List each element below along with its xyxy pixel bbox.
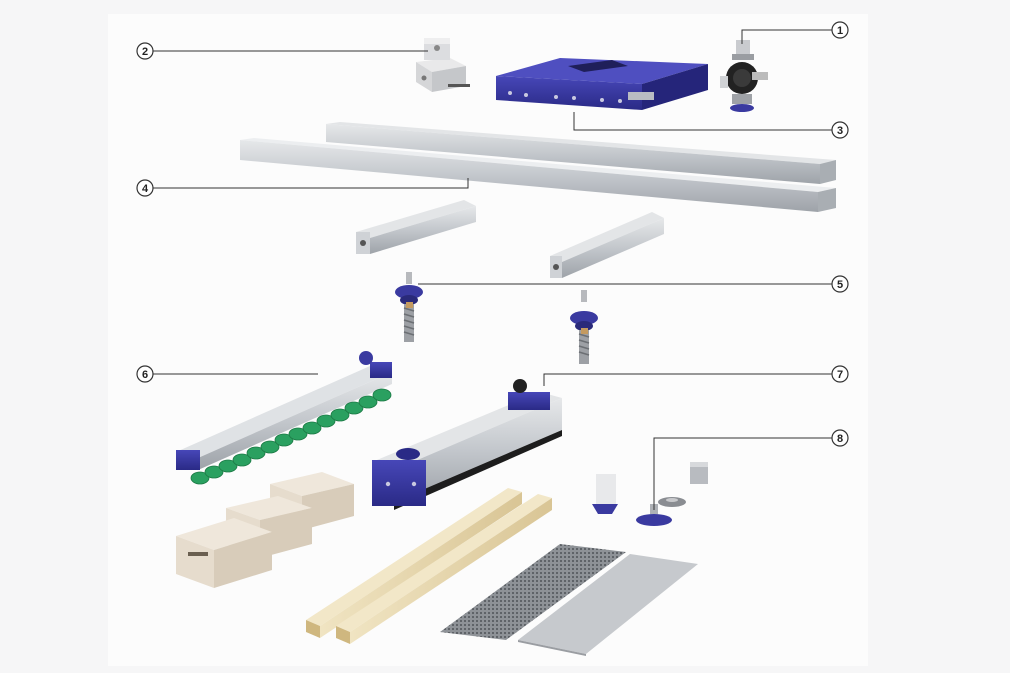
callout-marker-2: 2 xyxy=(136,42,154,60)
long-aluminium-profile-part xyxy=(326,122,836,184)
svg-text:3: 3 xyxy=(837,125,843,137)
callout-line-4 xyxy=(153,178,469,189)
callout-marker-7: 7 xyxy=(831,365,849,383)
svg-text:2: 2 xyxy=(142,46,148,58)
metal-sheet-workpiece xyxy=(518,554,698,656)
svg-text:5: 5 xyxy=(837,279,843,291)
short-aluminium-profile-part xyxy=(550,212,664,278)
spring-plunger-part xyxy=(570,290,598,364)
callout-marker-8: 8 xyxy=(831,429,849,447)
timber-beam-workpiece xyxy=(306,488,522,638)
svg-text:6: 6 xyxy=(142,369,148,381)
callout-marker-6: 6 xyxy=(136,365,154,383)
svg-text:7: 7 xyxy=(837,369,843,381)
callout-line-1 xyxy=(741,29,832,44)
callout-marker-1: 1 xyxy=(831,21,849,39)
callout-marker-4: 4 xyxy=(136,179,154,197)
callout-line-3 xyxy=(573,112,832,131)
callout-line-8 xyxy=(653,437,832,510)
suction-cup-set-part xyxy=(592,462,708,526)
suction-cup-gripper-part xyxy=(176,351,392,485)
svg-text:8: 8 xyxy=(837,433,843,445)
clamp-block-part xyxy=(416,38,470,92)
callout-lines xyxy=(153,29,832,510)
callout-marker-5: 5 xyxy=(831,275,849,293)
short-aluminium-profile-part xyxy=(356,200,476,254)
foam-vacuum-gripper-part xyxy=(372,379,562,510)
mesh-grid-workpiece xyxy=(440,544,626,640)
timber-beam-workpiece xyxy=(336,494,552,644)
long-aluminium-profile-part xyxy=(240,138,836,212)
spring-plunger-part xyxy=(395,272,423,342)
callout-line-7 xyxy=(543,373,832,386)
rotary-vacuum-valve-part xyxy=(720,40,768,112)
svg-text:1: 1 xyxy=(837,25,843,37)
blue-base-plate-part xyxy=(496,58,708,110)
callout-marker-3: 3 xyxy=(831,121,849,139)
cardboard-box-workpiece xyxy=(176,518,272,588)
svg-text:4: 4 xyxy=(142,183,149,195)
